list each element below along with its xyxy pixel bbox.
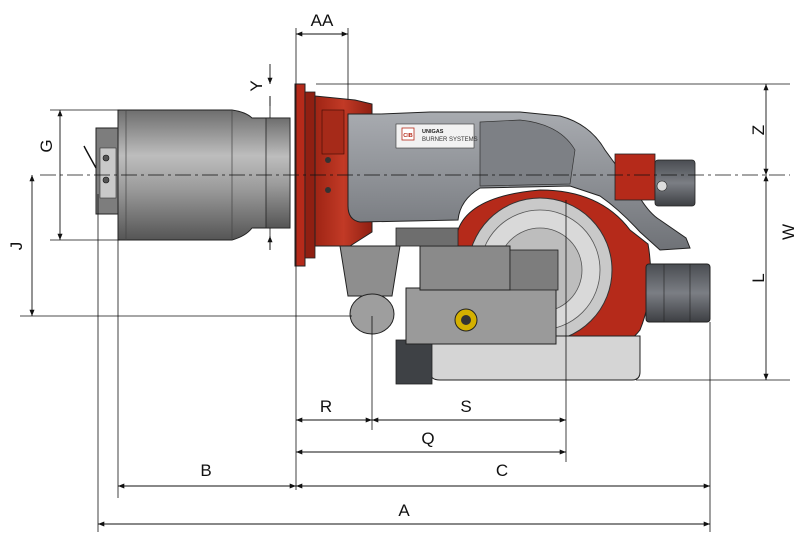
fan-motor <box>645 263 711 323</box>
dim-label-b: B <box>200 461 211 480</box>
label-line1: BURNER SYSTEMS <box>422 137 478 143</box>
gas-valve-train <box>339 227 559 345</box>
dim-label-a: A <box>398 501 410 520</box>
dim-label-w: W <box>779 224 796 240</box>
dimension-lines <box>29 31 769 527</box>
dimension-labels: AA Y G J Z W L R S Q B C A <box>7 11 796 520</box>
dim-label-g: G <box>37 139 56 152</box>
dim-label-z: Z <box>749 125 768 135</box>
dim-label-y: Y <box>247 80 266 91</box>
label-logo: CIB <box>403 133 413 139</box>
extension-lines <box>20 28 790 532</box>
burner-illustration: CIB UNIGAS BURNER SYSTEMS <box>83 83 711 385</box>
dim-label-c: C <box>496 461 508 480</box>
dim-label-j: J <box>7 242 26 251</box>
label-brand: UNIGAS <box>422 129 444 135</box>
dim-label-r: R <box>320 397 332 416</box>
dim-label-aa: AA <box>311 11 334 30</box>
burner-label-plate: CIB UNIGAS BURNER SYSTEMS <box>395 123 478 149</box>
dim-label-q: Q <box>421 429 434 448</box>
dim-label-l: L <box>749 273 768 282</box>
servomotor <box>614 153 696 207</box>
base-frame <box>395 335 641 385</box>
dim-label-s: S <box>460 397 471 416</box>
